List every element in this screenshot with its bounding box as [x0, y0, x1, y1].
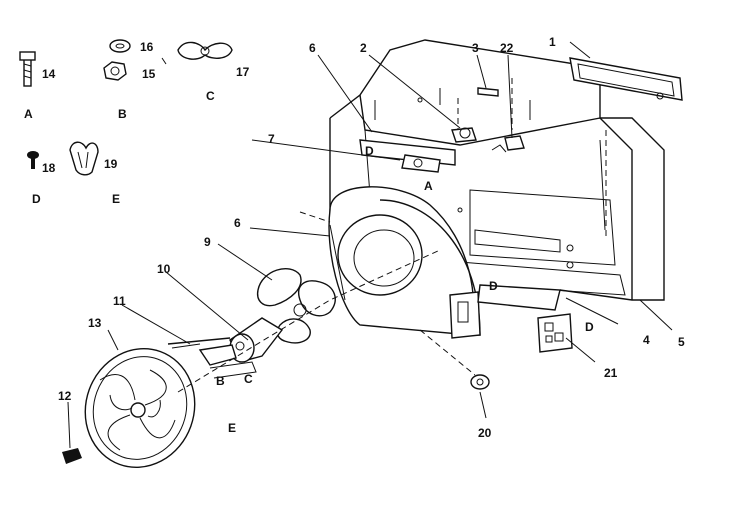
bolt-14 — [19, 51, 36, 87]
clip-19 — [69, 141, 99, 176]
knob — [62, 448, 82, 464]
part-label-19: 19 — [104, 157, 118, 171]
letter-label-e: E — [112, 192, 120, 206]
letter-label-d-plate: D — [585, 320, 594, 334]
bracket-part — [359, 139, 456, 173]
letter-label-e-motor: E — [228, 421, 236, 435]
part-label-20: 20 — [478, 426, 492, 440]
part-label-10: 10 — [157, 262, 171, 276]
top-channel-part — [569, 57, 683, 101]
bottom-bracket — [477, 284, 561, 311]
top-small-parts — [451, 87, 525, 153]
letter-label-b-motor: B — [216, 374, 225, 388]
blower-housing — [328, 186, 481, 339]
part-label-3: 3 — [472, 41, 479, 55]
motor-mount-strap — [167, 337, 231, 349]
nut-20 — [470, 374, 490, 390]
part-label-13: 13 — [88, 316, 102, 330]
part-label-6-blower: 6 — [234, 216, 241, 230]
part-label-12: 12 — [58, 389, 72, 403]
part-label-18: 18 — [42, 161, 56, 175]
letter-label-a: A — [24, 107, 33, 121]
part-label-14: 14 — [42, 67, 56, 81]
part-labels: 1 2 3 4 5 6 6 7 9 10 11 12 13 14 15 16 1… — [42, 35, 685, 440]
part-label-2: 2 — [360, 41, 367, 55]
part-label-5: 5 — [678, 335, 685, 349]
part-label-9: 9 — [204, 235, 211, 249]
part-label-17: 17 — [236, 65, 250, 79]
switch-plate — [537, 313, 573, 353]
letter-label-c-motor: C — [244, 372, 253, 386]
screw-18 — [27, 151, 39, 169]
cabinet-housing — [329, 39, 665, 301]
letter-label-a-bracket: A — [424, 179, 433, 193]
letter-label-b: B — [118, 107, 127, 121]
part-label-11: 11 — [113, 294, 126, 308]
part-label-21: 21 — [604, 366, 618, 380]
letter-labels: A B C D E D A D D B C E — [24, 89, 594, 435]
letter-label-d-bracket: D — [365, 144, 374, 158]
letter-label-d: D — [32, 192, 41, 206]
part-label-6-top: 6 — [309, 41, 316, 55]
letter-label-c: C — [206, 89, 215, 103]
nut-15 — [103, 61, 127, 81]
part-label-7: 7 — [268, 132, 275, 146]
part-label-22: 22 — [500, 41, 514, 55]
washer-16 — [109, 39, 131, 53]
leader-lines — [67, 41, 673, 449]
motor — [198, 317, 284, 379]
fan-guard — [84, 347, 196, 469]
part-label-4: 4 — [643, 333, 650, 347]
part-label-16: 16 — [140, 40, 154, 54]
part-label-1: 1 — [549, 35, 556, 49]
wing-nut-17 — [177, 41, 233, 60]
part-label-15: 15 — [142, 67, 156, 81]
letter-label-d-front: D — [489, 279, 498, 293]
